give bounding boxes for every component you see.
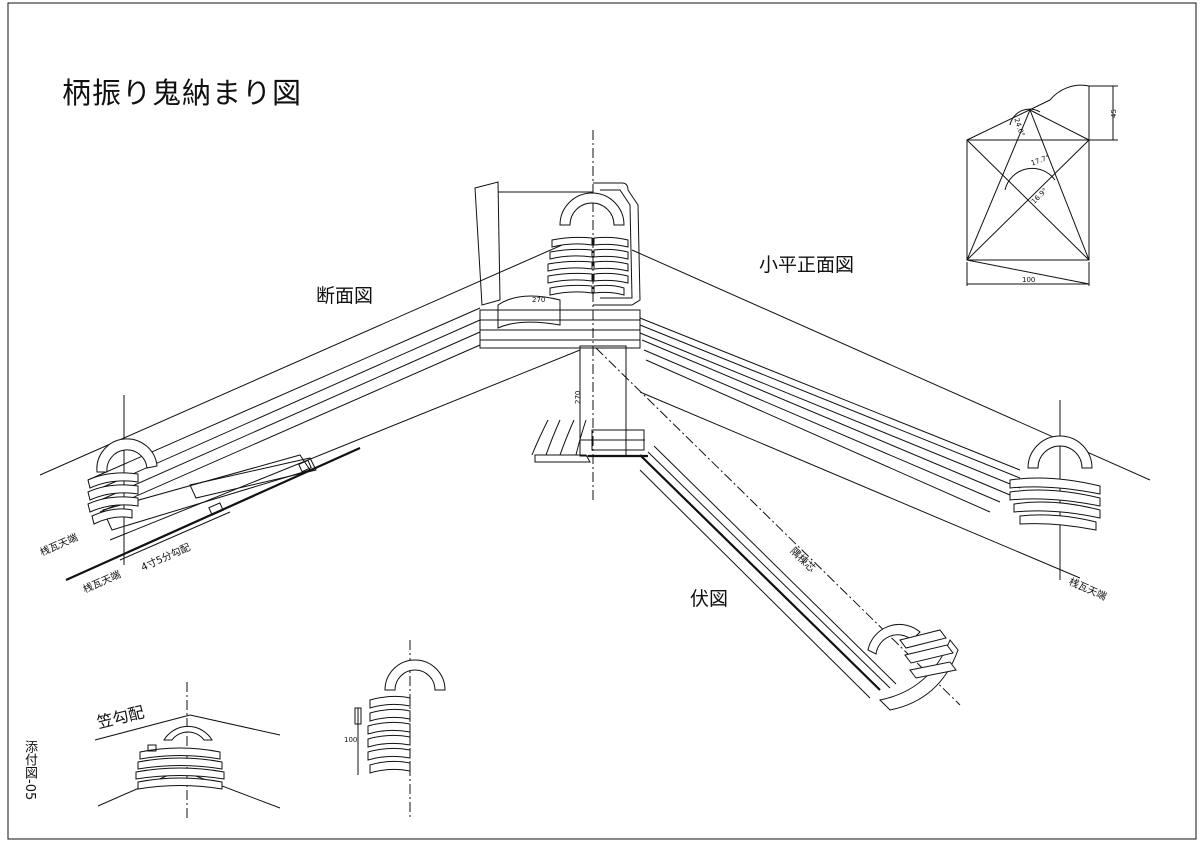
front-view-label: 小平正面図 <box>759 254 855 276</box>
sheet-border <box>7 2 1197 840</box>
drawing-title: 柄振り鬼納まり図 <box>62 76 303 110</box>
plan-hip <box>595 347 961 711</box>
dim-45: 45 <box>1110 109 1118 118</box>
ridge-end-tile <box>474 181 648 463</box>
kasa-detail <box>94 682 281 820</box>
section-view-label: 断面図 <box>316 285 374 307</box>
dim-100-small: 100 <box>344 736 358 744</box>
dim-270-vertical: 270 <box>574 390 582 404</box>
dim-100-box: 100 <box>1022 276 1036 284</box>
angle-geometry-box <box>966 84 1118 286</box>
side-tile-detail <box>354 640 446 820</box>
section-roof-slope <box>39 244 581 582</box>
dim-270-upper: 270 <box>532 296 546 304</box>
front-roof-slope <box>631 249 1151 580</box>
plan-view-label: 伏図 <box>690 588 729 610</box>
sheet-number: 添付図-05 <box>22 740 37 801</box>
